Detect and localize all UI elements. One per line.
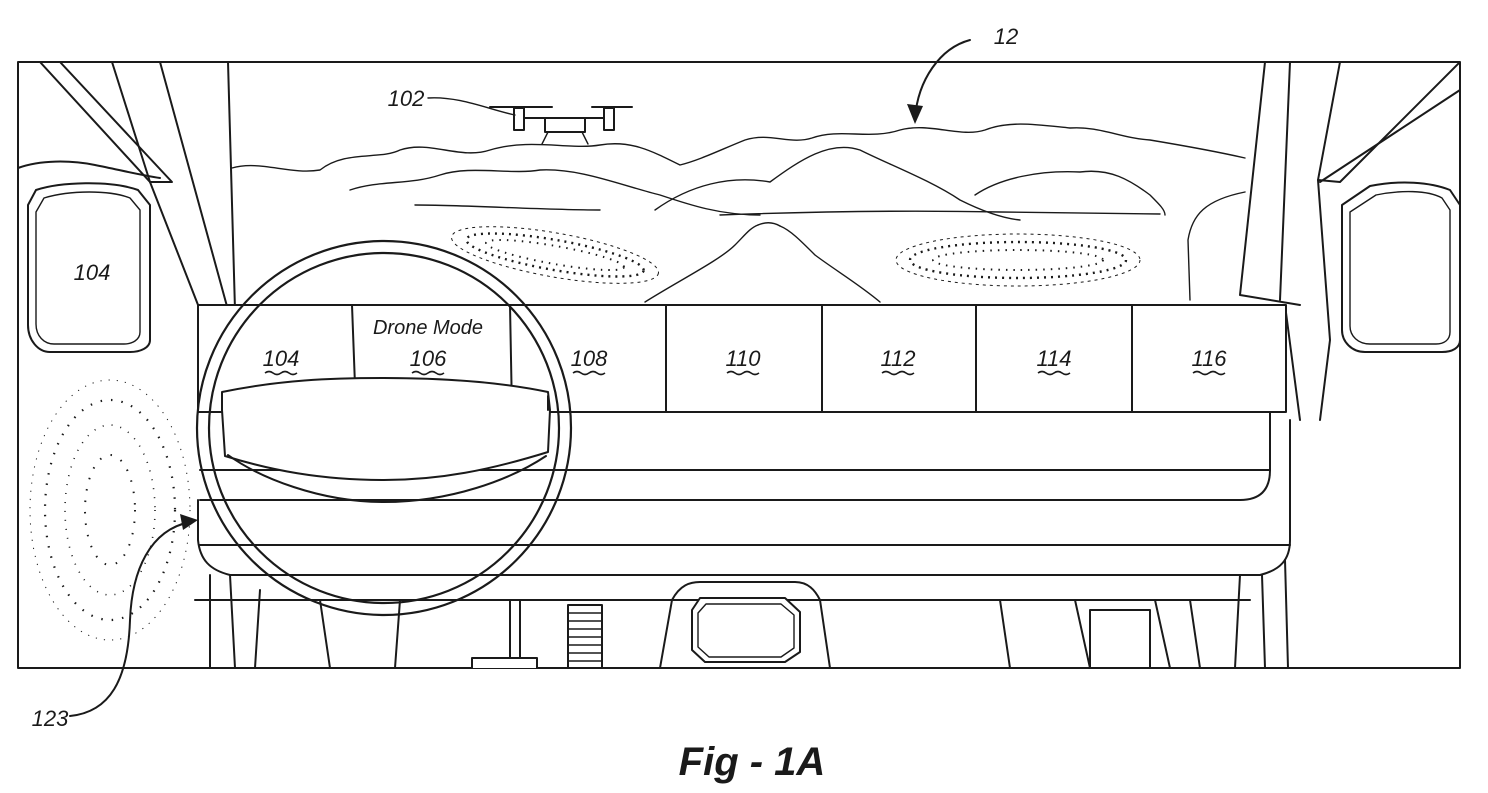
sensor-arrowhead bbox=[180, 514, 198, 530]
steering-wheel bbox=[195, 239, 573, 617]
dash-panel-3-number: 108 bbox=[571, 346, 608, 371]
dash-panel-1[interactable]: 104 bbox=[263, 346, 300, 376]
dash-panel-7[interactable]: 116 bbox=[1191, 346, 1227, 376]
drone-label: 102 bbox=[388, 86, 425, 111]
figure-frame bbox=[17, 61, 1461, 669]
dash-panel-2-title: Drone Mode bbox=[373, 317, 483, 339]
dash-panel-7-number: 116 bbox=[1191, 346, 1227, 371]
sensor-area-123 bbox=[29, 379, 191, 641]
left-a-pillar bbox=[18, 62, 236, 311]
dash-panel-1-number: 104 bbox=[263, 346, 300, 371]
left-mirror-label: 104 bbox=[74, 260, 111, 285]
system-label: 12 bbox=[994, 24, 1018, 49]
dash-panel-4-number: 110 bbox=[725, 346, 761, 371]
landscape bbox=[231, 123, 1246, 303]
figure-caption: Fig - 1A bbox=[679, 740, 826, 784]
sensor-area-label: 123 bbox=[32, 706, 69, 731]
right-a-pillar bbox=[1239, 62, 1460, 421]
system-arrowhead bbox=[907, 104, 923, 124]
dash-panel-6-number: 114 bbox=[1036, 346, 1071, 371]
dash-panel-5-number: 112 bbox=[880, 346, 915, 371]
right-mirror bbox=[1341, 181, 1460, 353]
sensor-arrow bbox=[69, 521, 191, 717]
drone-icon bbox=[489, 106, 633, 145]
left-mirror bbox=[27, 182, 151, 353]
left-foliage bbox=[451, 226, 659, 284]
dash-panel-2[interactable]: Drone Mode 106 bbox=[373, 317, 483, 376]
dash-panel-6[interactable]: 114 bbox=[1036, 346, 1072, 376]
leader-102 bbox=[427, 97, 516, 116]
right-foliage bbox=[895, 233, 1141, 287]
dash-panel-2-number: 106 bbox=[410, 346, 447, 371]
dash-panel-3[interactable]: 108 bbox=[571, 346, 608, 376]
dash-panel-4[interactable]: 110 bbox=[725, 346, 761, 376]
dashboard-body bbox=[194, 411, 1291, 668]
system-arrow bbox=[914, 39, 971, 119]
dash-panel-5[interactable]: 112 bbox=[880, 346, 916, 376]
